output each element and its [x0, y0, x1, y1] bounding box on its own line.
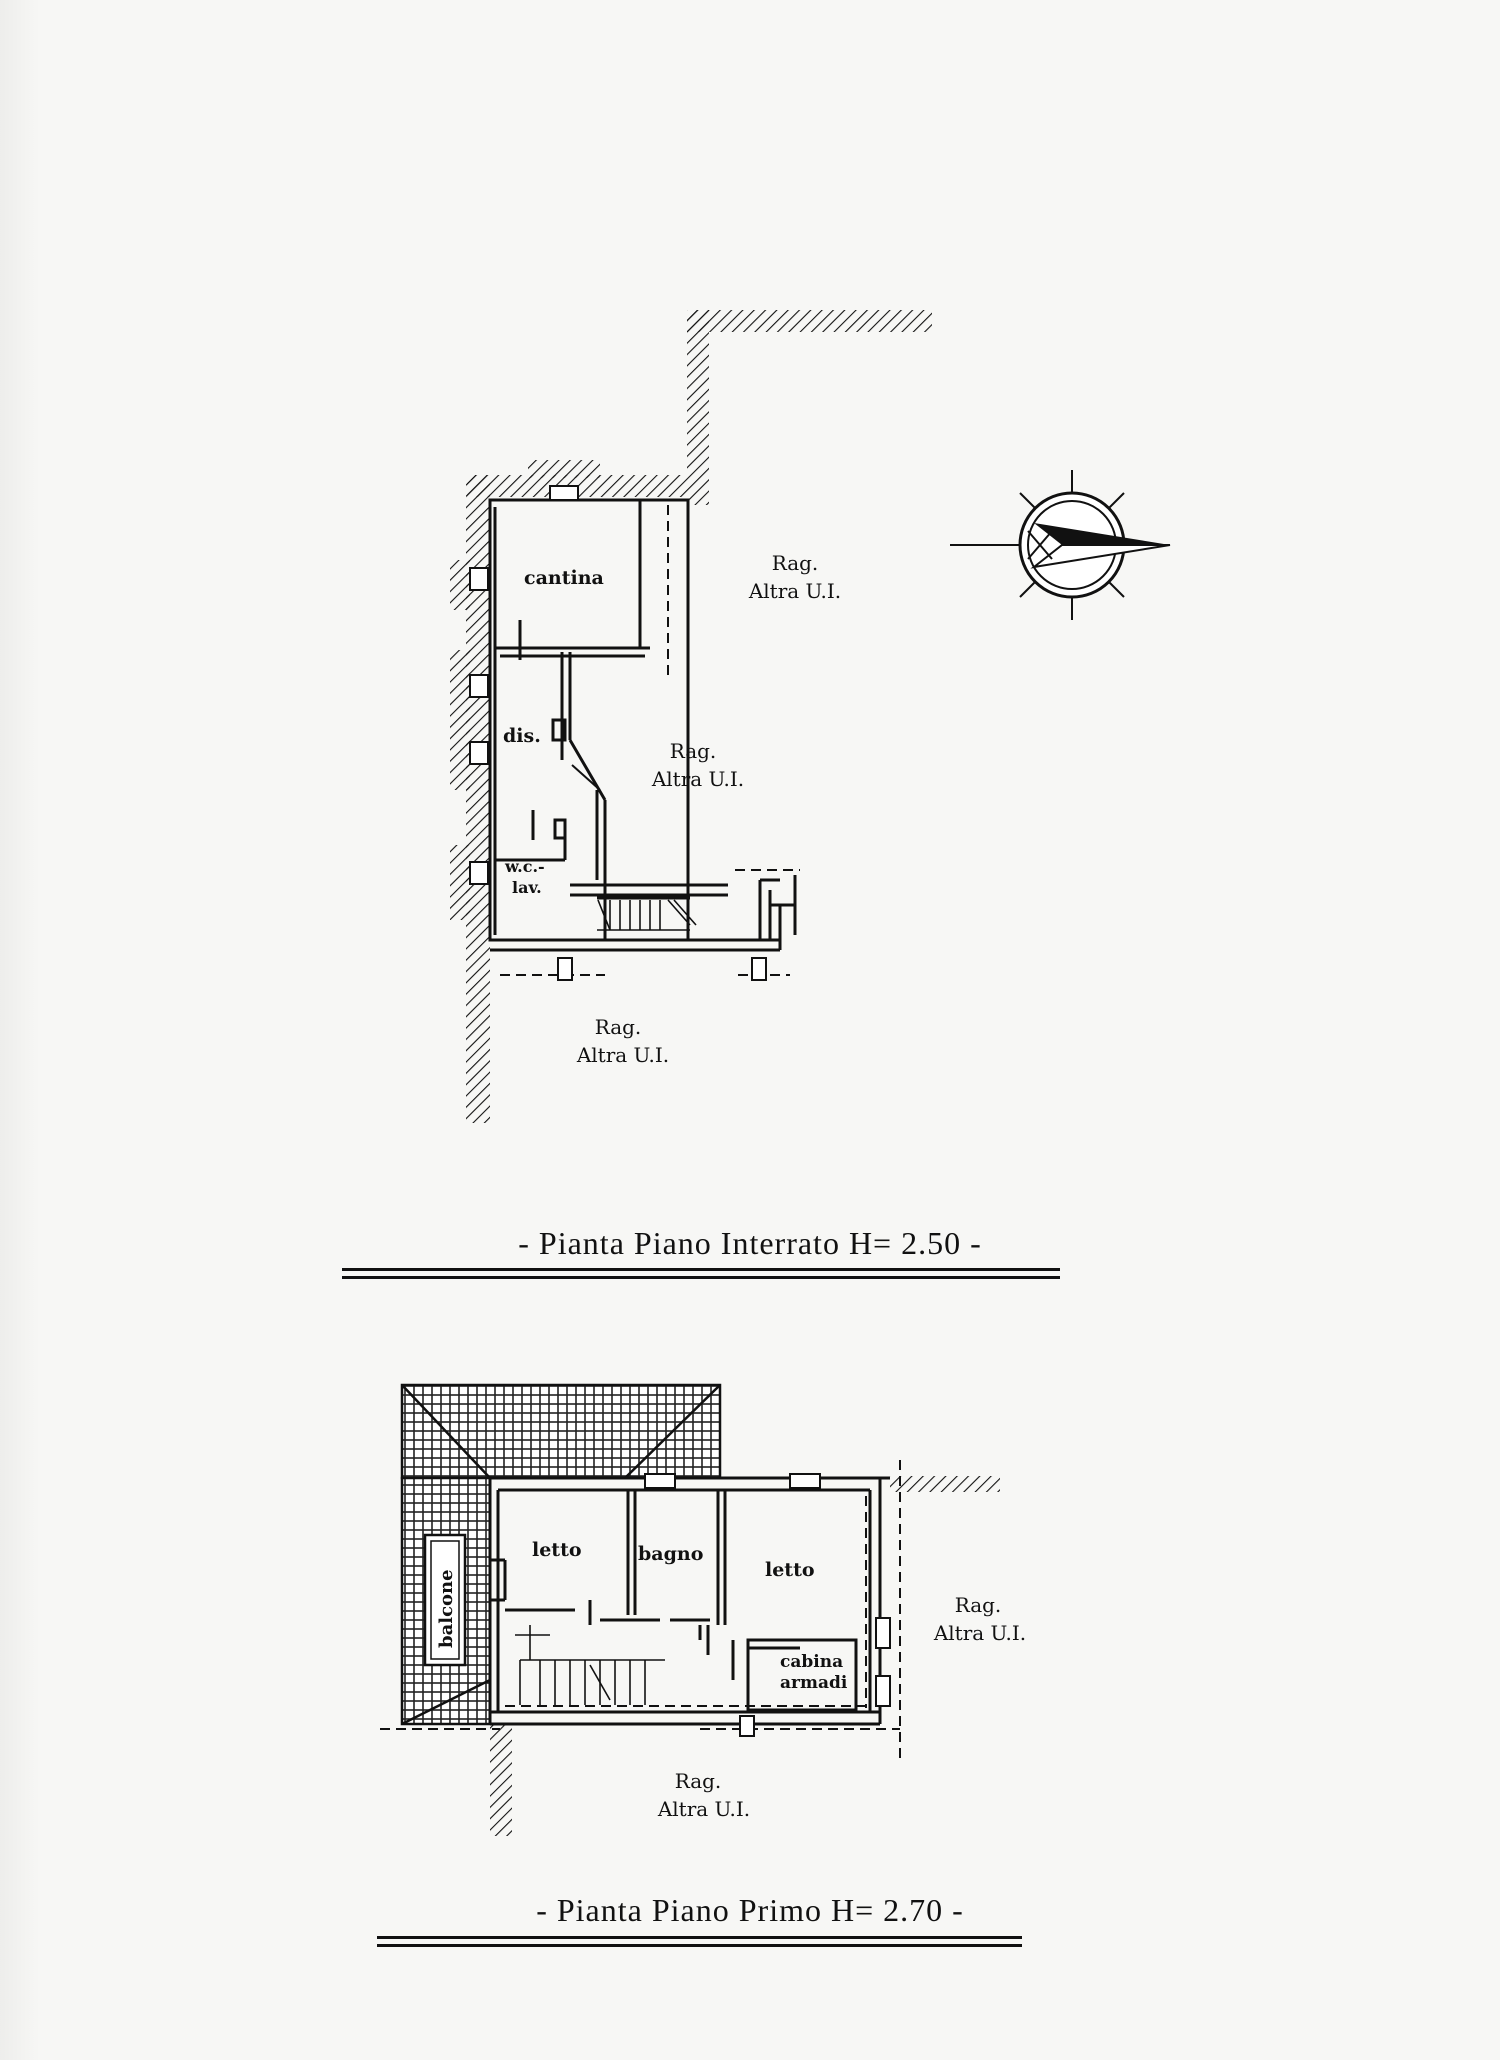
basement-plan: cantina dis. w.c.- lav. Rag. Altra U.I. … — [450, 310, 932, 1123]
neighbor-label-first-b-line1: Rag. — [675, 1769, 722, 1793]
neighbor-label-c-line2: Altra U.I. — [576, 1043, 669, 1067]
room-label-dis: dis. — [503, 725, 541, 747]
neighbor-label-first-b-line2: Altra U.I. — [657, 1797, 750, 1821]
room-label-wc: w.c.- — [504, 857, 545, 876]
basement-earth-hatch — [450, 310, 932, 1123]
basement-windows — [469, 485, 767, 981]
room-label-bagno: bagno — [638, 1543, 703, 1565]
neighbor-label-a-line2: Altra U.I. — [748, 579, 841, 603]
room-label-balcone: balcone — [436, 1569, 457, 1648]
basement-door-swing — [571, 764, 601, 791]
neighbor-label-a-line1: Rag. — [772, 551, 819, 575]
room-label-armadi: armadi — [780, 1673, 848, 1693]
basement-walls — [488, 498, 797, 952]
neighbor-label-b-line1: Rag. — [670, 739, 717, 763]
first-floor-roof — [400, 1383, 722, 1726]
first-floor-stair — [515, 1625, 665, 1705]
room-label-lav: lav. — [512, 878, 542, 897]
caption-basement: - Pianta Piano Interrato H= 2.50 - — [518, 1225, 982, 1261]
neighbor-label-b-line2: Altra U.I. — [651, 767, 744, 791]
room-label-letto-1: letto — [532, 1539, 582, 1561]
room-label-cabina: cabina — [780, 1652, 843, 1672]
caption-first-rule-1 — [377, 1936, 1022, 1939]
caption-first-floor: - Pianta Piano Primo H= 2.70 - — [536, 1892, 964, 1928]
first-floor-windows — [644, 1473, 891, 1737]
caption-first-rule-2 — [377, 1944, 1022, 1947]
first-floor-earth-hatch — [490, 1476, 1000, 1836]
room-label-letto-2: letto — [765, 1559, 815, 1581]
neighbor-label-first-a-line2: Altra U.I. — [933, 1621, 1026, 1645]
basement-stair — [597, 899, 697, 931]
neighbor-label-c-line1: Rag. — [595, 1015, 642, 1039]
caption-basement-rule-2 — [342, 1276, 1060, 1279]
first-floor-plan: letto bagno letto cabina armadi balcone … — [380, 1383, 1026, 1836]
neighbor-label-first-a-line1: Rag. — [955, 1593, 1002, 1617]
first-floor-boundaries — [380, 1460, 901, 1760]
room-label-cantina: cantina — [524, 567, 604, 589]
north-arrow-icon — [950, 470, 1171, 620]
caption-basement-rule-1 — [342, 1268, 1060, 1271]
